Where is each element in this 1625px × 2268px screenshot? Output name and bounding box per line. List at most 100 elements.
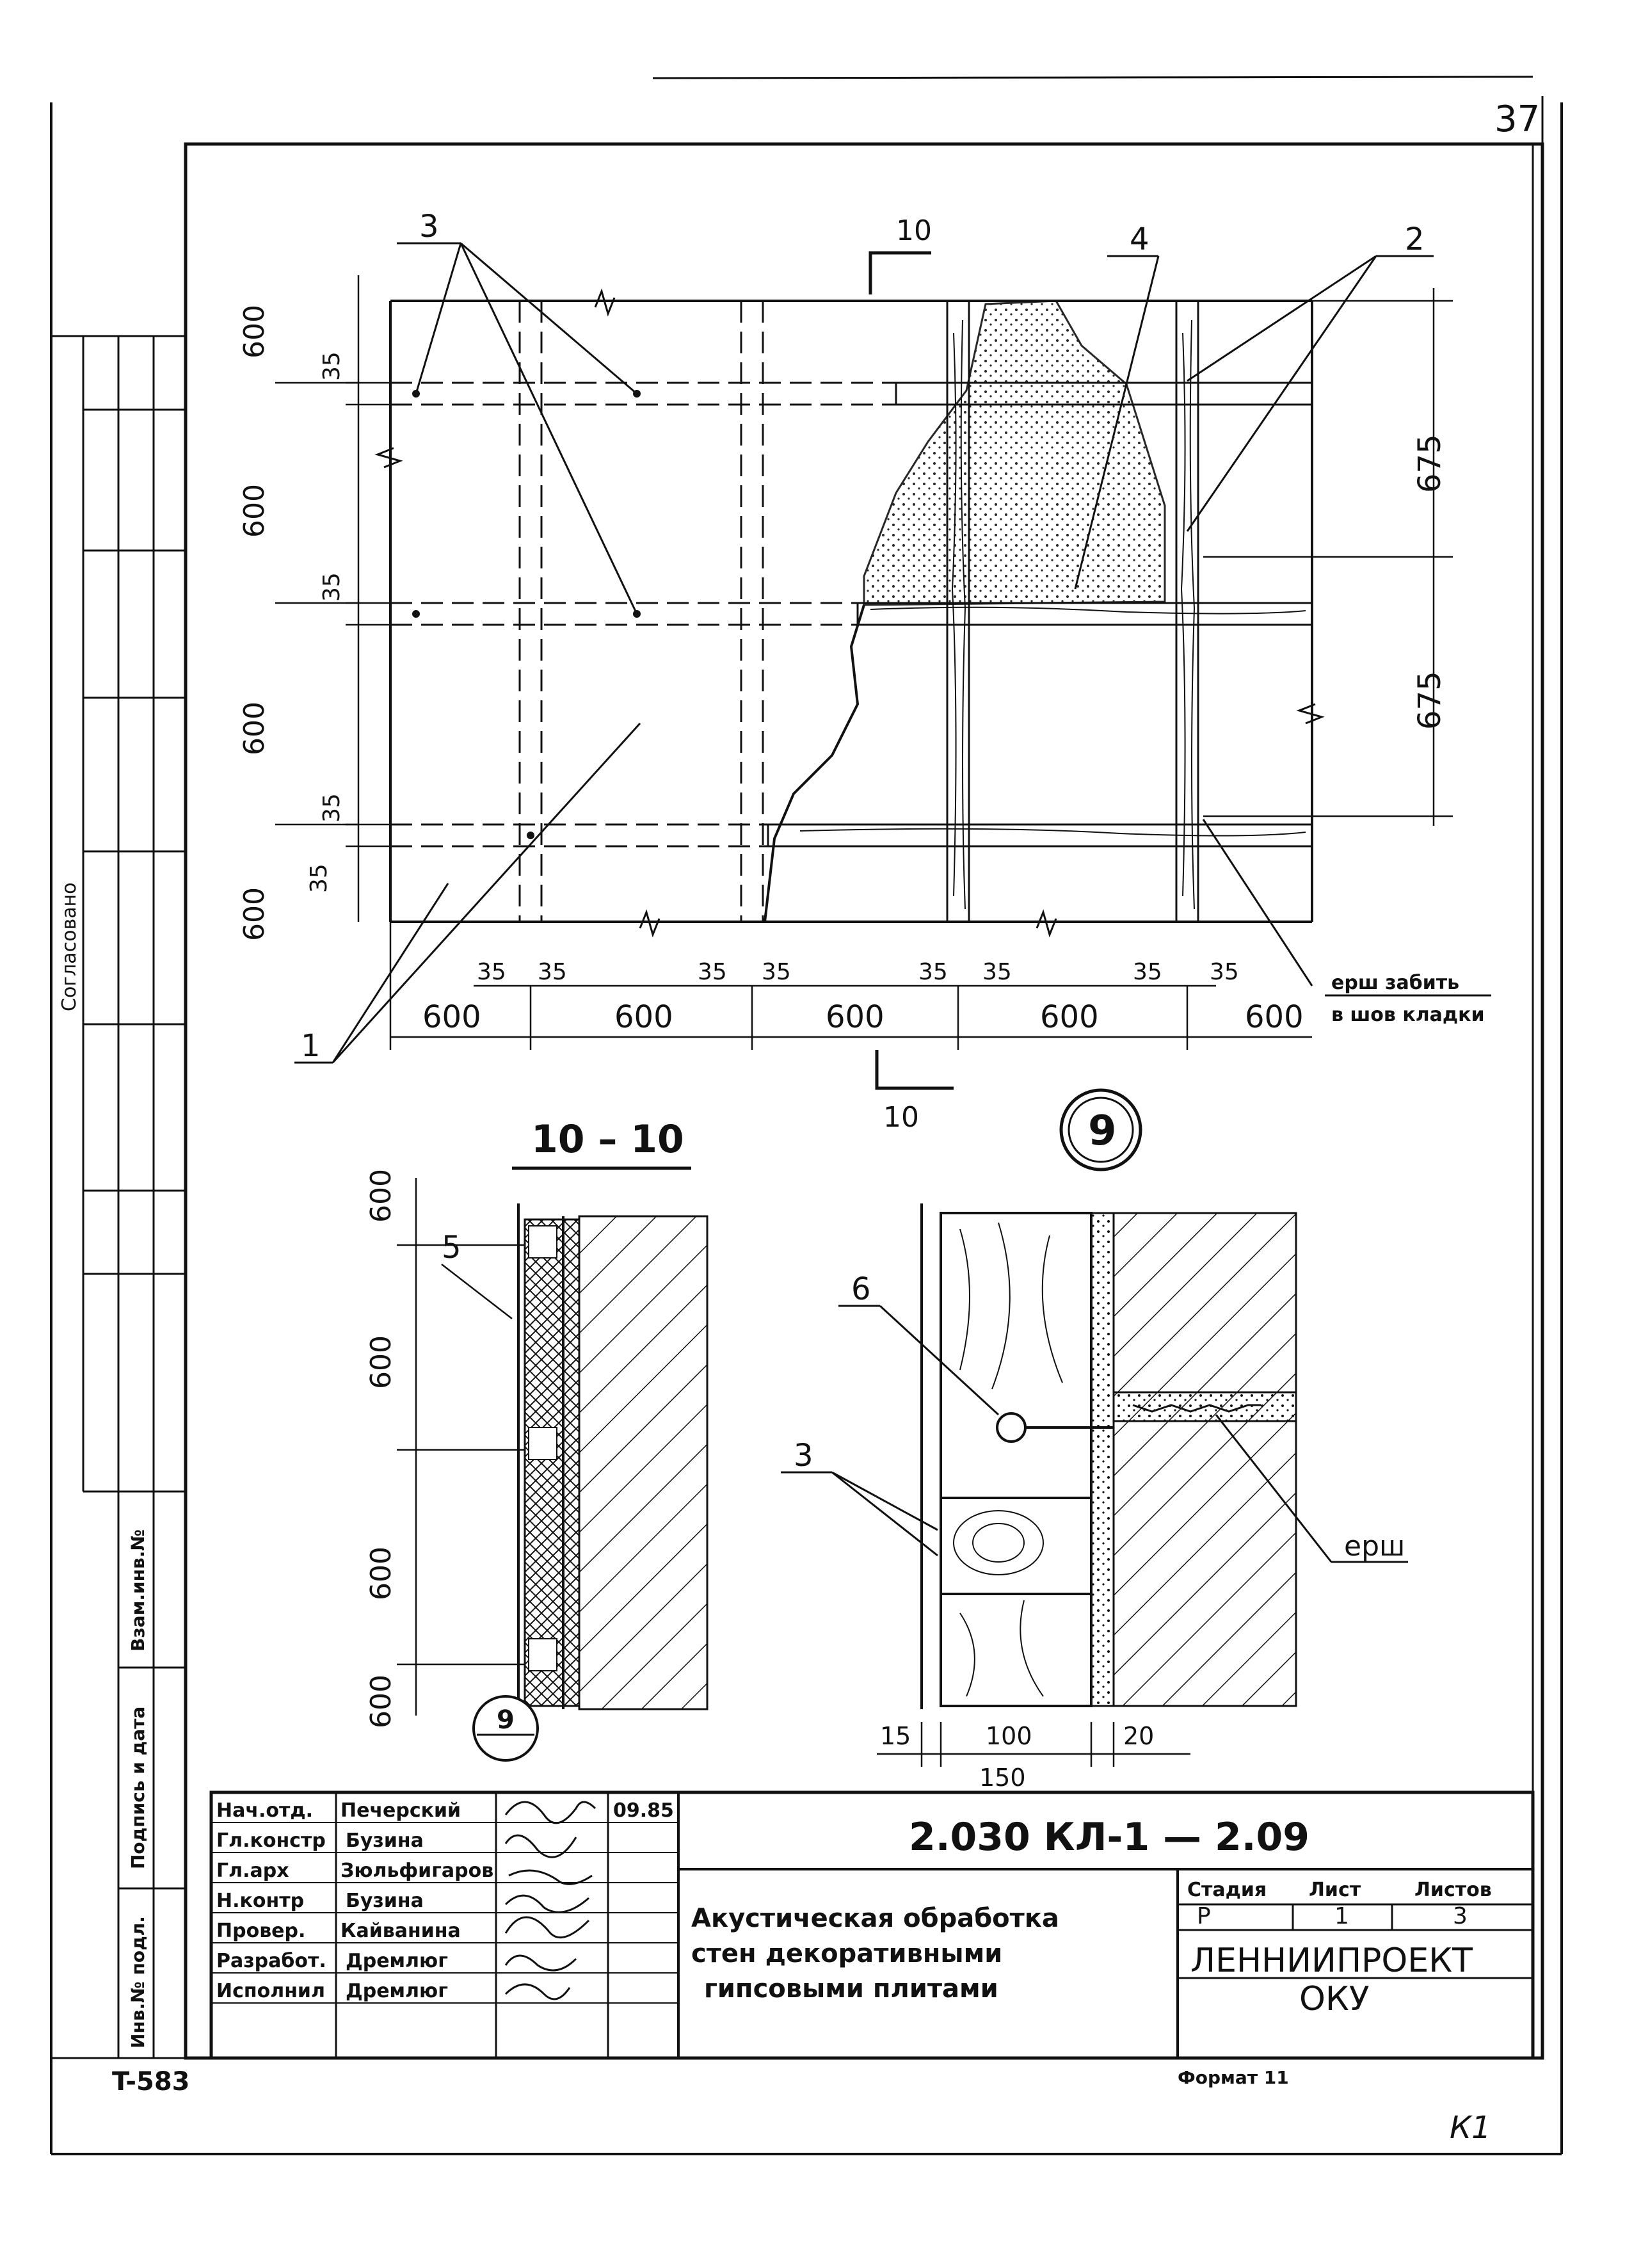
- ersh-note-line1: ерш забить: [1331, 972, 1459, 994]
- detail-masonry: [1112, 1212, 1297, 1707]
- left-dim-1: 600: [238, 305, 271, 358]
- format-label: Формат 11: [1178, 2067, 1289, 2088]
- detail-dim-chain: [877, 1722, 1190, 1767]
- detail-reference-circle: [472, 1695, 539, 1762]
- tb-name-5: Кайванина: [340, 1920, 461, 1942]
- right-dim-1: 675: [1412, 434, 1448, 493]
- ersh-note-leader: [1202, 819, 1491, 997]
- joint-markers: [412, 390, 641, 839]
- bottom-joint-1: 35: [477, 959, 506, 985]
- side-stamp-sign-date: Подпись и дата: [127, 1707, 148, 1869]
- bottom-joint-5: 35: [918, 959, 948, 985]
- callout-4: 4: [1130, 221, 1149, 257]
- detail-number: 9: [1088, 1107, 1117, 1155]
- detail-dim-100: 100: [986, 1722, 1032, 1750]
- detail-dim-15: 15: [880, 1722, 911, 1750]
- side-stamp-inv-orig: Инв.№ подл.: [127, 1916, 148, 2048]
- bottom-dim-1: 600: [422, 999, 481, 1035]
- signature-scribbles: [504, 1801, 596, 2000]
- tb-role-7: Исполнил: [216, 1980, 325, 2002]
- section-dim-2: 600: [365, 1335, 397, 1389]
- right-dim-chain: [1203, 288, 1453, 826]
- ersh-note-line2: в шов кладки: [1331, 1004, 1485, 1026]
- section-callout-5: 5: [442, 1230, 461, 1266]
- section-marker-top: 10: [896, 214, 932, 247]
- section-dim-chain: [397, 1178, 525, 1716]
- joint-dim-a: 35: [319, 351, 345, 381]
- tb-name-2: Бузина: [346, 1830, 424, 1852]
- detail-reference-number: 9: [497, 1705, 515, 1735]
- bottom-dim-3: 600: [826, 999, 885, 1035]
- section-cut-markers: [869, 251, 954, 1090]
- left-dim-4: 600: [238, 887, 271, 941]
- section-dim-1: 600: [365, 1169, 397, 1223]
- organization-name: ЛЕННИИПРОЕКТ: [1190, 1942, 1473, 1980]
- left-dim-2: 600: [238, 484, 271, 538]
- ersh-anchor: [1132, 1404, 1261, 1413]
- detail-callout-3: 3: [794, 1438, 813, 1474]
- bottom-dim-5: 600: [1245, 999, 1304, 1035]
- tb-role-4: Н.контр: [216, 1890, 304, 1912]
- drawing-title-line1: Акустическая обработка: [691, 1904, 1059, 1933]
- section-dim-4: 600: [365, 1675, 397, 1728]
- bottom-joint-2: 35: [538, 959, 567, 985]
- section-view: 10 – 10 5 600 600 600 600 9: [365, 1117, 708, 1762]
- drawing-code: 2.030 КЛ-1 — 2.09: [909, 1815, 1309, 1860]
- detail-number-circle: [1059, 1088, 1142, 1171]
- title-block: [209, 1790, 1535, 2060]
- bottom-dim-2: 600: [614, 999, 673, 1035]
- bottom-joint-3: 35: [698, 959, 727, 985]
- section-marker-bottom: 10: [883, 1101, 919, 1134]
- sheets-label: Листов: [1414, 1879, 1492, 1901]
- masonry-wall: [578, 1215, 708, 1710]
- left-dim-chain: [275, 275, 390, 922]
- side-stamp-agreed: Согласовано: [58, 882, 81, 1011]
- tb-name-4: Бузина: [346, 1890, 424, 1912]
- page-number: 37: [1494, 99, 1540, 140]
- tb-name-6: Дремлюг: [346, 1950, 448, 1972]
- tb-role-2: Гл.констр: [216, 1830, 326, 1852]
- drawing-title-line3: гипсовыми плитами: [704, 1974, 998, 2004]
- sheet-label: Лист: [1309, 1879, 1361, 1901]
- tb-role-3: Гл.арх: [216, 1860, 289, 1882]
- screw-head: [996, 1412, 1027, 1443]
- tb-date-1: 09.85: [613, 1799, 674, 1822]
- detail-batten: [940, 1212, 1093, 1707]
- detail-view: 9 6 3 ерш 15: [781, 1088, 1408, 1792]
- bottom-joint-4: 35: [762, 959, 791, 985]
- joint-dim-d: 35: [306, 864, 332, 893]
- drawing-title-line2: стен декоративными: [691, 1939, 1002, 1968]
- mortar-joint: [1112, 1391, 1297, 1422]
- bottom-joint-7: 35: [1133, 959, 1162, 985]
- stage-label: Стадия: [1187, 1879, 1267, 1901]
- section-title: 10 – 10: [531, 1117, 684, 1162]
- left-dim-3: 600: [238, 702, 271, 755]
- bottom-dim-chain: [389, 922, 1312, 1050]
- plan-view: 3 4 2 1 10 10 600 600 600 600 35 35 35 3…: [238, 209, 1491, 1134]
- right-dim-2: 675: [1412, 671, 1448, 730]
- organization-dept: ОКУ: [1299, 1980, 1370, 2018]
- detail-ersh-label: ерш: [1344, 1530, 1405, 1563]
- detail-plaster-layer: [1090, 1212, 1115, 1707]
- side-stamp: [50, 335, 187, 2059]
- tb-name-7: Дремлюг: [346, 1980, 448, 2002]
- tb-name-1: Печерский: [340, 1799, 461, 1822]
- callout-2: 2: [1405, 221, 1425, 257]
- detail-callout-6: 6: [851, 1271, 871, 1307]
- detail-dim-20: 20: [1123, 1722, 1154, 1750]
- bottom-joint-6: 35: [982, 959, 1012, 985]
- sheet-value: 1: [1334, 1903, 1349, 1929]
- tb-role-5: Провер.: [216, 1920, 305, 1942]
- stage-value: Р: [1197, 1903, 1211, 1929]
- joint-dim-b: 35: [319, 572, 345, 602]
- corner-code: T-583: [112, 2067, 190, 2096]
- sheets-value: 3: [1453, 1903, 1468, 1929]
- section-dim-3: 600: [365, 1547, 397, 1600]
- tb-role-6: Разработ.: [216, 1950, 326, 1972]
- cross-batten: [940, 1497, 1093, 1595]
- callout-1: 1: [301, 1028, 321, 1064]
- detail-leaders: [781, 1305, 1408, 1563]
- callout-3: 3: [419, 209, 439, 245]
- tb-role-1: Нач.отд.: [216, 1799, 313, 1822]
